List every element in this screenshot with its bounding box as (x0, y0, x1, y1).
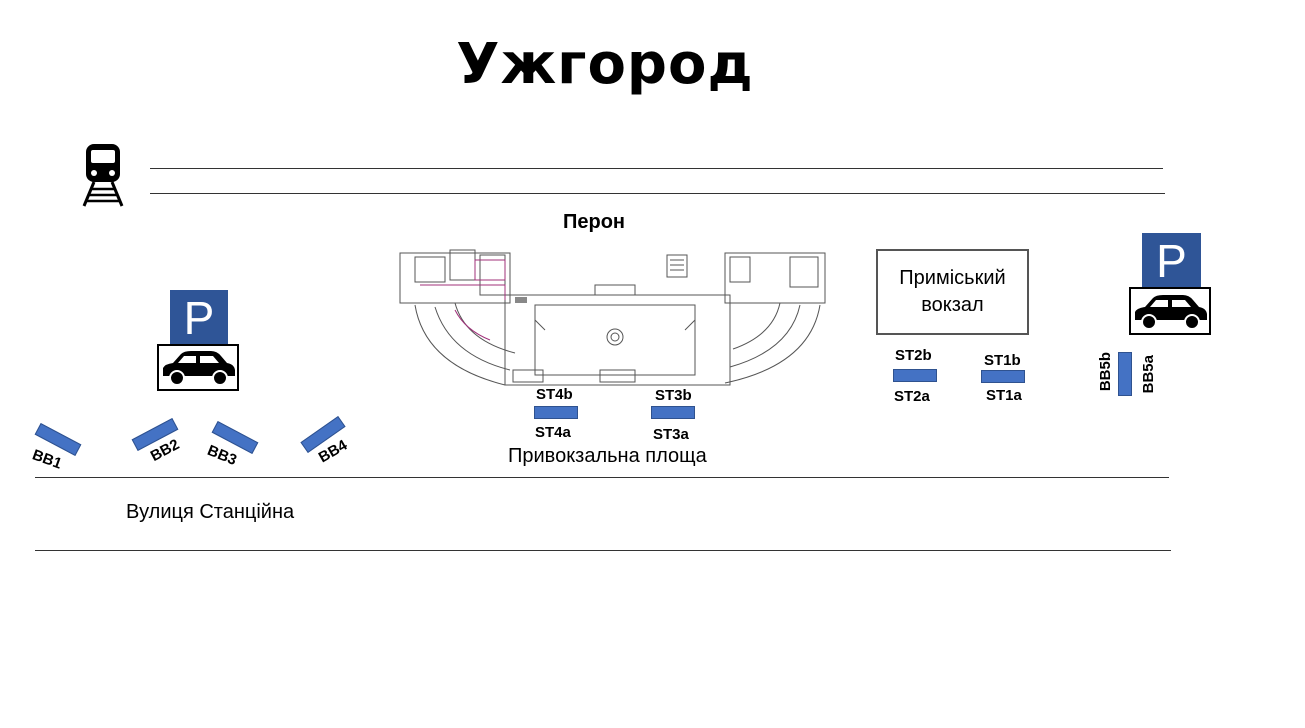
suburban-station: Приміський вокзал (876, 249, 1029, 335)
stop-label-st1b: ST1b (984, 352, 1021, 369)
stop-label-st2a: ST2a (894, 388, 930, 405)
map-title: Ужгород (456, 32, 754, 97)
square-label: Привокзальна площа (508, 445, 707, 467)
platform-label: Перон (563, 211, 626, 233)
stop-label-st4b: ST4b (536, 386, 573, 403)
parking-sign: P (1142, 233, 1201, 288)
stop-label-bb5b: BB5b (1097, 352, 1114, 392)
station-floor-plan (399, 249, 826, 386)
bus-stop-st4[interactable] (534, 406, 578, 419)
parking-car-box (157, 344, 239, 391)
railway-line (150, 168, 1163, 169)
stop-label-st2b: ST2b (895, 347, 932, 364)
bus-stop-bb5[interactable] (1118, 352, 1132, 396)
car-icon (1135, 295, 1207, 330)
bus-stop-st2[interactable] (893, 369, 937, 382)
stop-label-bb3: BB3 (204, 441, 240, 470)
street-line (35, 550, 1171, 551)
suburban-station-line1: Приміський (899, 267, 1006, 289)
train-icon (82, 144, 124, 207)
parking-car-box (1129, 287, 1211, 335)
stop-label-bb5a: BB5a (1140, 355, 1157, 394)
railway-line (150, 193, 1165, 194)
street-line (35, 477, 1169, 478)
stop-label-st1a: ST1a (986, 387, 1022, 404)
bus-stop-st3[interactable] (651, 406, 695, 419)
parking-sign: P (170, 290, 228, 345)
stop-label-st3b: ST3b (655, 387, 692, 404)
stop-label-st4a: ST4a (535, 424, 571, 441)
car-icon (163, 351, 235, 386)
bus-stop-st1[interactable] (981, 370, 1025, 383)
suburban-station-line2: вокзал (921, 294, 984, 316)
stop-label-st3a: ST3a (653, 426, 689, 443)
stop-label-bb1: BB1 (29, 446, 65, 473)
street-label: Вулиця Станційна (126, 501, 295, 523)
